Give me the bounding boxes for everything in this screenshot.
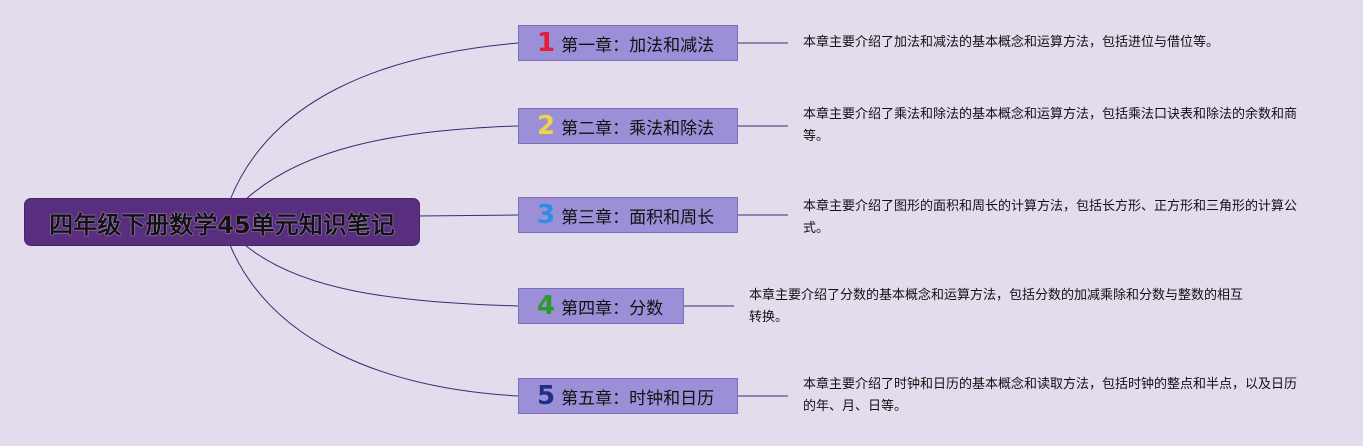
- chapter-title-3: 第三章：面积和周长: [561, 207, 715, 228]
- connector-root-ch3: [418, 214, 519, 217]
- chapter-node-3[interactable]: 3 第三章：面积和周长: [518, 197, 738, 233]
- chapter-number-2: 2: [537, 111, 556, 141]
- chapter-number-5: 5: [537, 381, 556, 411]
- connector-root-ch5: [229, 244, 519, 397]
- chapter-node-2[interactable]: 2 第二章：乘法和除法: [518, 108, 738, 144]
- chapter-desc-4: 本章主要介绍了分数的基本概念和运算方法，包括分数的加减乘除和分数与整数的相互转换…: [749, 288, 1244, 325]
- chapter-node-4[interactable]: 4 第四章：分数: [518, 288, 684, 324]
- chapter-title-2: 第二章：乘法和除法: [561, 118, 715, 139]
- chapter-number-3: 3: [537, 200, 556, 230]
- connector-root-ch2: [244, 125, 519, 201]
- chapter-title-5: 第五章：时钟和日历: [561, 388, 715, 409]
- chapter-desc-5: 本章主要介绍了时钟和日历的基本概念和读取方法，包括时钟的整点和半点，以及日历的年…: [803, 377, 1298, 414]
- chapter-desc-3: 本章主要介绍了图形的面积和周长的计算方法，包括长方形、正方形和三角形的计算公式。: [803, 199, 1298, 236]
- chapter-desc-2: 本章主要介绍了乘法和除法的基本概念和运算方法，包括乘法口诀表和除法的余数和商等。: [803, 107, 1298, 144]
- root-node[interactable]: 四年级下册数学45单元知识笔记: [25, 199, 419, 245]
- chapter-title-1: 第一章：加法和减法: [561, 35, 715, 56]
- chapter-number-4: 4: [537, 291, 556, 321]
- connector-root-ch1: [229, 42, 519, 201]
- chapter-desc-1: 本章主要介绍了加法和减法的基本概念和运算方法，包括进位与借位等。: [803, 35, 1220, 50]
- connector-root-ch4: [244, 244, 519, 307]
- chapter-node-5[interactable]: 5 第五章：时钟和日历: [518, 378, 738, 414]
- chapter-number-1: 1: [537, 28, 556, 58]
- chapter-node-1[interactable]: 1 第一章：加法和减法: [518, 25, 738, 61]
- root-title: 四年级下册数学45单元知识笔记: [49, 210, 395, 239]
- chapter-title-4: 第四章：分数: [561, 298, 664, 319]
